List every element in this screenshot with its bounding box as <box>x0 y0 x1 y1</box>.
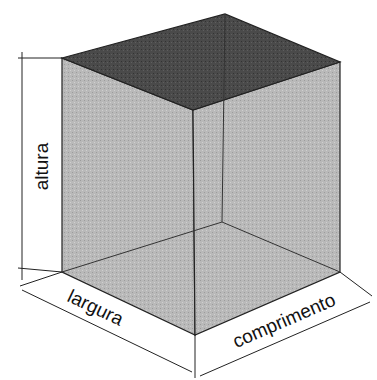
dimension-label: largura <box>62 283 130 330</box>
top-face <box>62 14 340 110</box>
dimension-label: altura <box>32 139 53 193</box>
dimension-label: comprimento <box>227 287 342 352</box>
hidden-edges <box>62 14 340 272</box>
dimension-lines <box>18 52 372 378</box>
